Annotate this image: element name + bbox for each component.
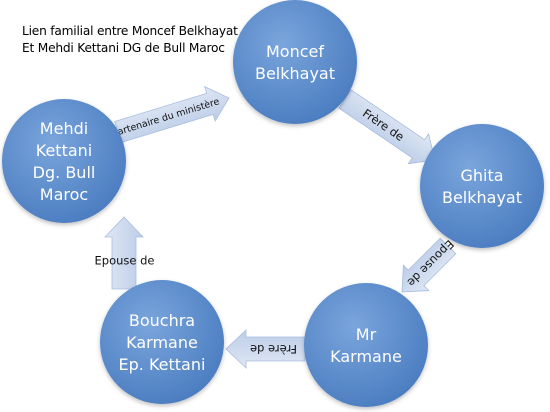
node-label-line: Moncef	[266, 42, 324, 61]
node-label-line: Dg. Bull	[33, 163, 96, 182]
node-label-line: Ghita	[460, 166, 503, 185]
arrow-shape	[225, 329, 306, 369]
node-circle	[233, 0, 357, 124]
node-circle	[304, 283, 428, 407]
arrow-label-ghita-to-karmane: Epouse de	[404, 237, 456, 289]
title-line-2: Et Mehdi Kettani DG de Bull Maroc	[22, 41, 225, 55]
node-label-line: Belkhayat	[255, 64, 335, 83]
node-label-line: Kettani	[36, 141, 92, 160]
node-label-line: Bouchra	[129, 311, 195, 330]
node-circle	[420, 124, 544, 248]
node-label-line: Maroc	[40, 185, 88, 204]
arrow-bouchra-to-mehdi: Epouse de	[95, 216, 155, 290]
arrow-karmane-to-bouchra: Frère de	[225, 329, 306, 369]
node-label-line: Mehdi	[40, 119, 88, 138]
arrow-shape	[401, 237, 457, 293]
title-line-1: Lien familial entre Moncef Belkhayat	[22, 24, 238, 38]
arrow-label-karmane-to-bouchra: Frère de	[250, 342, 297, 356]
node-circle	[2, 99, 126, 223]
arrow-shape	[104, 216, 144, 290]
node-label-line: Ep. Kettani	[119, 355, 206, 374]
node-label-line: Mr	[356, 325, 377, 344]
arrow-label-bouchra-to-mehdi: Epouse de	[95, 254, 155, 268]
node-label-line: Karmane	[126, 333, 198, 352]
node-label-line: Belkhayat	[442, 188, 522, 207]
arrow-shape	[338, 89, 436, 165]
arrow-shape	[114, 85, 230, 144]
arrow-mehdi-to-moncef: Partenaire du ministère	[111, 85, 230, 144]
node-label-line: Karmane	[330, 347, 402, 366]
node-circle	[100, 280, 224, 404]
